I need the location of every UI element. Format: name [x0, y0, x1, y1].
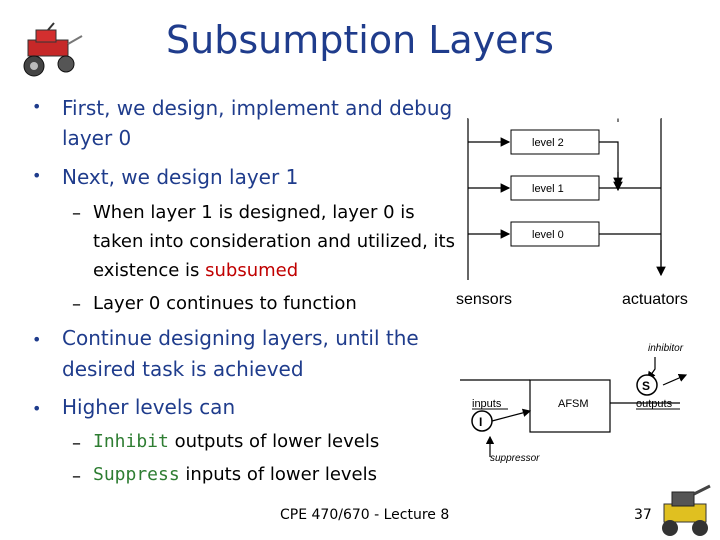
level-0-label: level 0	[532, 229, 564, 241]
afsm-box	[529, 379, 611, 433]
page-title: Subsumption Layers	[166, 18, 554, 62]
robot-logo-icon	[23, 22, 83, 77]
bullet-4-line1: Higher levels can	[62, 395, 236, 419]
subsumed-word: subsumed	[205, 260, 299, 281]
footer-text: CPE 470/670 - Lecture 8	[280, 507, 450, 523]
page-number: 37	[634, 507, 652, 523]
layers-diagram: level 2 level 1 level 0 sensors actuator…	[456, 117, 688, 308]
bullet-3-line2: desired task is achieved	[62, 357, 304, 381]
subbullet-2: Layer 0 continues to function	[93, 293, 357, 314]
subbullet-4: Suppress inputs of lower levels	[93, 460, 377, 489]
subbullet-4-text: inputs of lower levels	[179, 464, 378, 485]
outputs-label: outputs	[636, 398, 673, 410]
subbullet-1-line3: existence is subsumed	[93, 256, 298, 285]
dash-marker: –	[72, 433, 81, 454]
bullet-marker: •	[32, 330, 42, 349]
inhibitor-label: inhibitor	[648, 343, 684, 354]
level-2-label: level 2	[532, 137, 564, 149]
dash-marker: –	[72, 466, 81, 487]
subbullet-1-line1: When layer 1 is designed, layer 0 is	[93, 202, 415, 223]
inputs-label: inputs	[472, 398, 502, 410]
subbullet-1-text: existence is	[93, 260, 206, 281]
suppress-word: Suppress	[93, 464, 180, 485]
sensors-label: sensors	[456, 291, 512, 308]
bullet-1-line2: layer 0	[62, 126, 132, 150]
s-label: S	[642, 379, 650, 393]
bullet-marker: •	[32, 166, 42, 185]
s-node	[636, 374, 658, 396]
afsm-label: AFSM	[558, 398, 589, 410]
dash-marker: –	[72, 294, 81, 315]
robot-logo-icon	[662, 484, 711, 536]
level-0-box	[510, 221, 600, 247]
level-1-label: level 1	[532, 183, 564, 195]
level-1-box	[510, 175, 600, 201]
subbullet-3: Inhibit outputs of lower levels	[93, 427, 379, 456]
bullet-1-line1: First, we design, implement and debug	[62, 96, 453, 120]
dash-marker: –	[72, 203, 81, 224]
inhibit-word: Inhibit	[93, 431, 169, 452]
bullet-marker: •	[32, 399, 42, 418]
subbullet-1-line2: taken into consideration and utilized, i…	[93, 231, 455, 252]
suppressor-label: suppressor	[490, 453, 540, 464]
bullet-3-line1: Continue designing layers, until the	[62, 326, 419, 350]
bullet-2-line1: Next, we design layer 1	[62, 165, 299, 189]
i-label: I	[479, 415, 482, 429]
actuators-label: actuators	[622, 291, 688, 308]
subbullet-3-text: outputs of lower levels	[168, 431, 380, 452]
afsm-diagram: inhibitor S AFSM inputs outputs I suppre…	[460, 343, 688, 464]
level-2-box	[510, 129, 600, 155]
bullet-marker: •	[32, 97, 42, 116]
